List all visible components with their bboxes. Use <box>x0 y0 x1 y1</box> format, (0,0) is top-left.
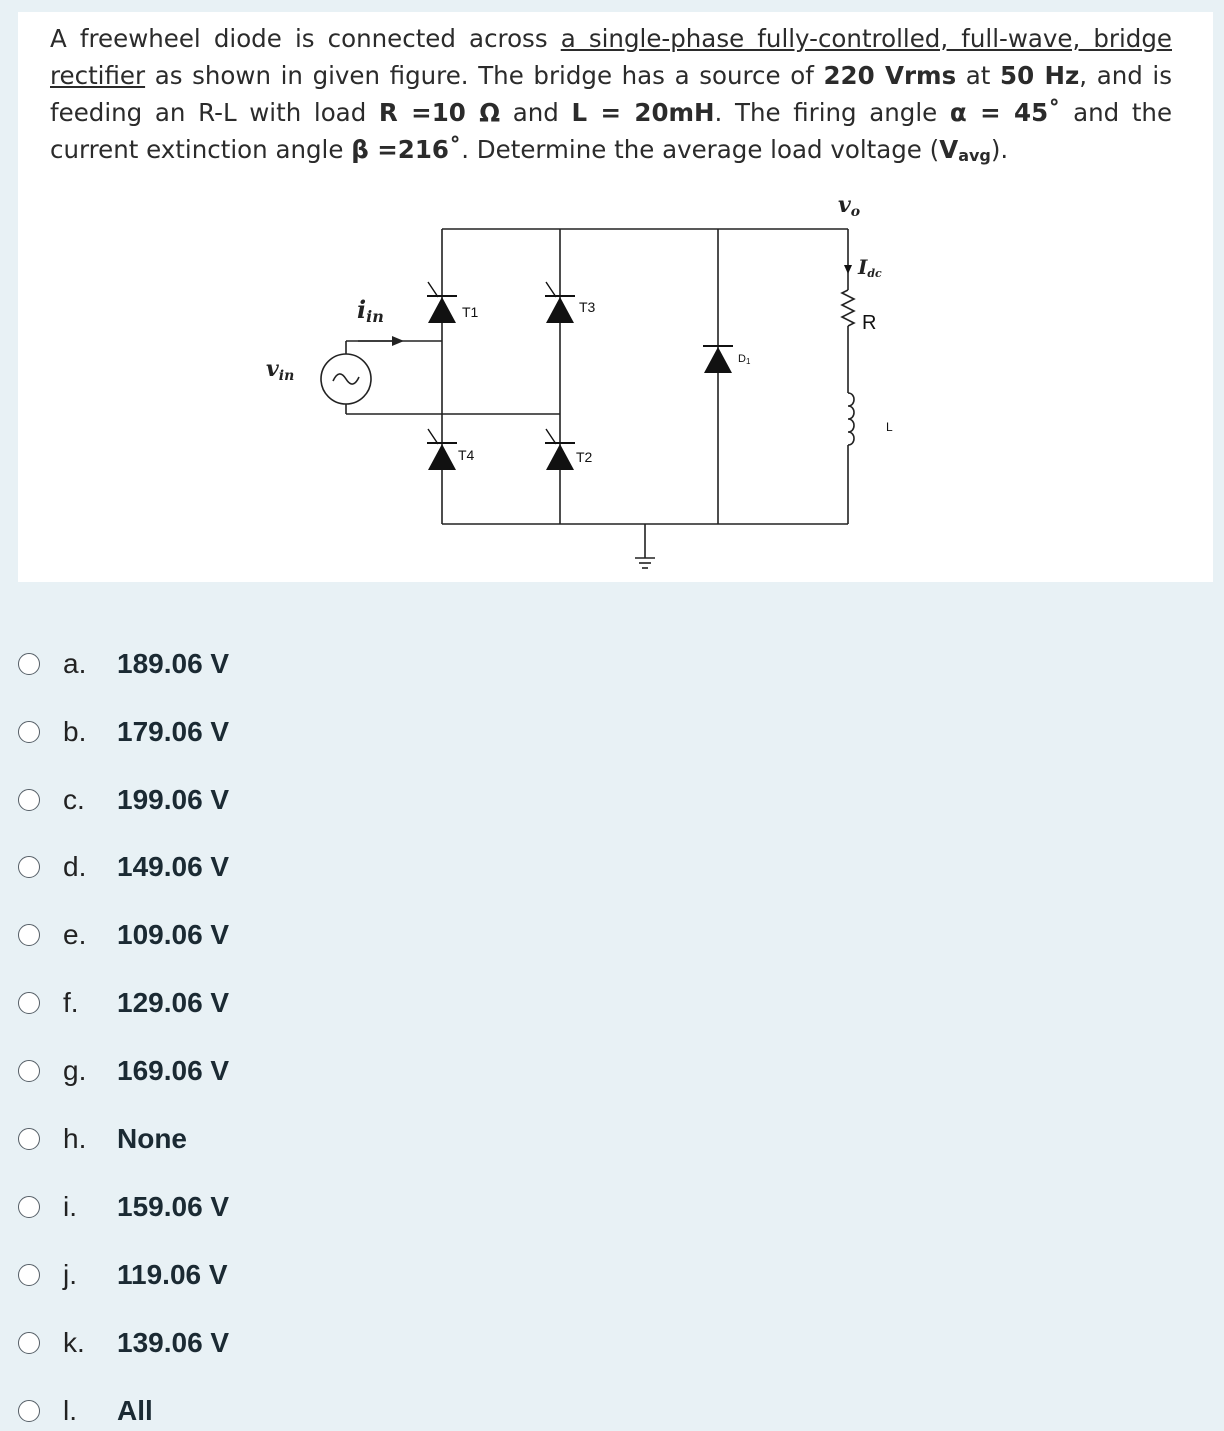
option-text: 149.06 V <box>117 851 230 882</box>
label-t4: T4 <box>458 447 475 463</box>
svg-text:vin: vin <box>266 356 294 384</box>
label-t1: T1 <box>462 304 479 320</box>
option-c[interactable]: c. 199.06 V <box>18 780 418 820</box>
q-part: . Determine the average load voltage ( <box>461 135 940 164</box>
thyristor-t4-icon <box>427 428 457 470</box>
svg-text:D1: D1 <box>738 353 751 366</box>
label-d1: D <box>738 353 746 365</box>
option-letter: j. <box>63 1259 77 1290</box>
circuit-diagram: T1 T3 T4 T2 D1 R L vo Idc iin vin <box>266 192 893 569</box>
label-idc-sub: dc <box>867 267 882 280</box>
label-vo-sub: o <box>851 204 860 220</box>
option-text: None <box>117 1123 187 1154</box>
q-part: , and is feeding an R-L with load <box>50 61 1173 127</box>
option-h[interactable]: h. None <box>18 1119 418 1159</box>
q-part: and the current extinction angle <box>50 98 1173 164</box>
radio-button[interactable] <box>18 1128 40 1150</box>
option-letter: d. <box>63 851 87 882</box>
option-letter: a. <box>63 648 87 679</box>
freewheel-diode-icon <box>703 345 733 373</box>
radio-button[interactable] <box>18 1060 40 1082</box>
label-idc: I <box>857 255 868 279</box>
radio-button[interactable] <box>18 924 40 946</box>
label-d1-sub: 1 <box>746 357 751 366</box>
option-b[interactable]: b. 179.06 V <box>18 712 418 752</box>
question-text: A freewheel diode is connected across a … <box>50 20 1172 168</box>
q-inductance: L = 20mH <box>571 98 715 127</box>
radio-button[interactable] <box>18 789 40 811</box>
option-f[interactable]: f. 129.06 V <box>18 983 418 1023</box>
radio-button[interactable] <box>18 856 40 878</box>
option-text: 119.06 V <box>117 1259 228 1290</box>
label-l: L <box>886 420 893 434</box>
q-underlined: a single-phase fully-controlled, full-wa… <box>50 24 1172 90</box>
radio-button[interactable] <box>18 1264 40 1286</box>
option-g[interactable]: g. 169.06 V <box>18 1051 418 1091</box>
option-text: 109.06 V <box>117 919 230 950</box>
option-e[interactable]: e. 109.06 V <box>18 915 418 955</box>
q-part: ). <box>990 135 1009 164</box>
q-part: and <box>500 98 572 127</box>
q-beta: β =216˚ <box>351 135 462 164</box>
option-text: 129.06 V <box>117 987 230 1018</box>
radio-button[interactable] <box>18 653 40 675</box>
q-part: as shown in given figure. The bridge has… <box>145 61 824 90</box>
option-letter: b. <box>63 716 87 747</box>
svg-text:Idc: Idc <box>857 255 882 280</box>
option-d[interactable]: d. 149.06 V <box>18 847 418 887</box>
option-letter: c. <box>63 784 85 815</box>
q-part: A freewheel diode is connected across <box>50 24 561 53</box>
q-part: at <box>956 61 1001 90</box>
radio-button[interactable] <box>18 1400 40 1422</box>
label-r: R <box>862 312 876 334</box>
q-vavg-sub: avg <box>958 146 991 165</box>
option-j[interactable]: j. 119.06 V <box>18 1255 418 1295</box>
thyristor-t1-icon <box>427 281 457 323</box>
label-iin: i <box>357 295 366 324</box>
option-letter: e. <box>63 919 87 950</box>
label-vin-sub: in <box>279 368 295 384</box>
option-text: All <box>117 1395 153 1426</box>
option-text: 199.06 V <box>117 784 230 815</box>
option-text: 139.06 V <box>117 1327 230 1358</box>
radio-button[interactable] <box>18 1196 40 1218</box>
option-text: 169.06 V <box>117 1055 230 1086</box>
label-t2: T2 <box>576 449 593 465</box>
label-vin: v <box>266 356 279 382</box>
option-l[interactable]: l. All <box>18 1391 418 1431</box>
thyristor-t3-icon <box>545 281 575 323</box>
option-text: 189.06 V <box>117 648 230 679</box>
radio-button[interactable] <box>18 1332 40 1354</box>
option-text: 179.06 V <box>117 716 230 747</box>
option-letter: i. <box>63 1191 77 1222</box>
resistor-icon <box>840 289 856 327</box>
option-letter: h. <box>63 1123 87 1154</box>
option-a[interactable]: a. 189.06 V <box>18 644 418 684</box>
option-k[interactable]: k. 139.06 V <box>18 1323 418 1363</box>
q-vavg: V <box>939 135 959 164</box>
svg-text:iin: iin <box>357 295 384 326</box>
thyristor-t2-icon <box>545 428 575 470</box>
q-resistance: R =10 Ω <box>378 98 501 127</box>
option-text: 159.06 V <box>117 1191 230 1222</box>
option-i[interactable]: i. 159.06 V <box>18 1187 418 1227</box>
radio-button[interactable] <box>18 992 40 1014</box>
label-t3: T3 <box>579 299 596 315</box>
option-letter: l. <box>63 1395 77 1426</box>
q-voltage: 220 Vrms <box>823 61 957 90</box>
option-letter: k. <box>63 1327 85 1358</box>
option-letter: f. <box>63 987 79 1018</box>
radio-button[interactable] <box>18 721 40 743</box>
q-alpha: α = 45˚ <box>949 98 1061 127</box>
option-letter: g. <box>63 1055 87 1086</box>
q-frequency: 50 Hz <box>1000 61 1080 90</box>
label-iin-sub: in <box>366 307 384 326</box>
question-card <box>18 12 1213 582</box>
inductor-icon <box>847 392 855 446</box>
q-part: . The firing angle <box>714 98 950 127</box>
svg-text:vo: vo <box>838 192 860 220</box>
label-vo: v <box>838 192 851 218</box>
